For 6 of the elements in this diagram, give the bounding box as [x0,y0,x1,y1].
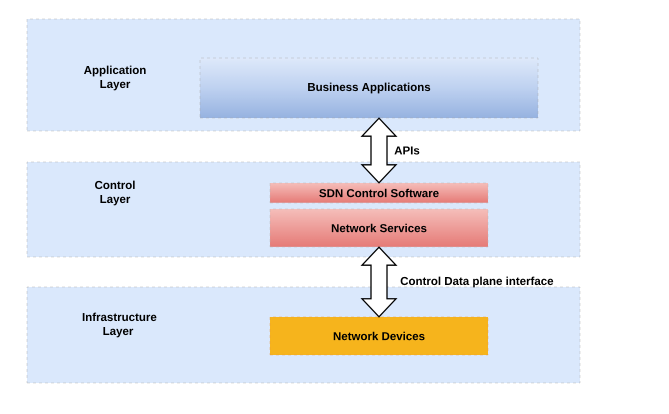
edge-label: Control Data plane interface [400,276,554,288]
process-box: Network Devices [270,316,488,356]
edge-label: APIs [394,146,420,154]
process-box: SDN Control Software [270,182,488,204]
process-box: Business Applications [200,58,538,118]
process-box: Network Services [270,208,488,248]
